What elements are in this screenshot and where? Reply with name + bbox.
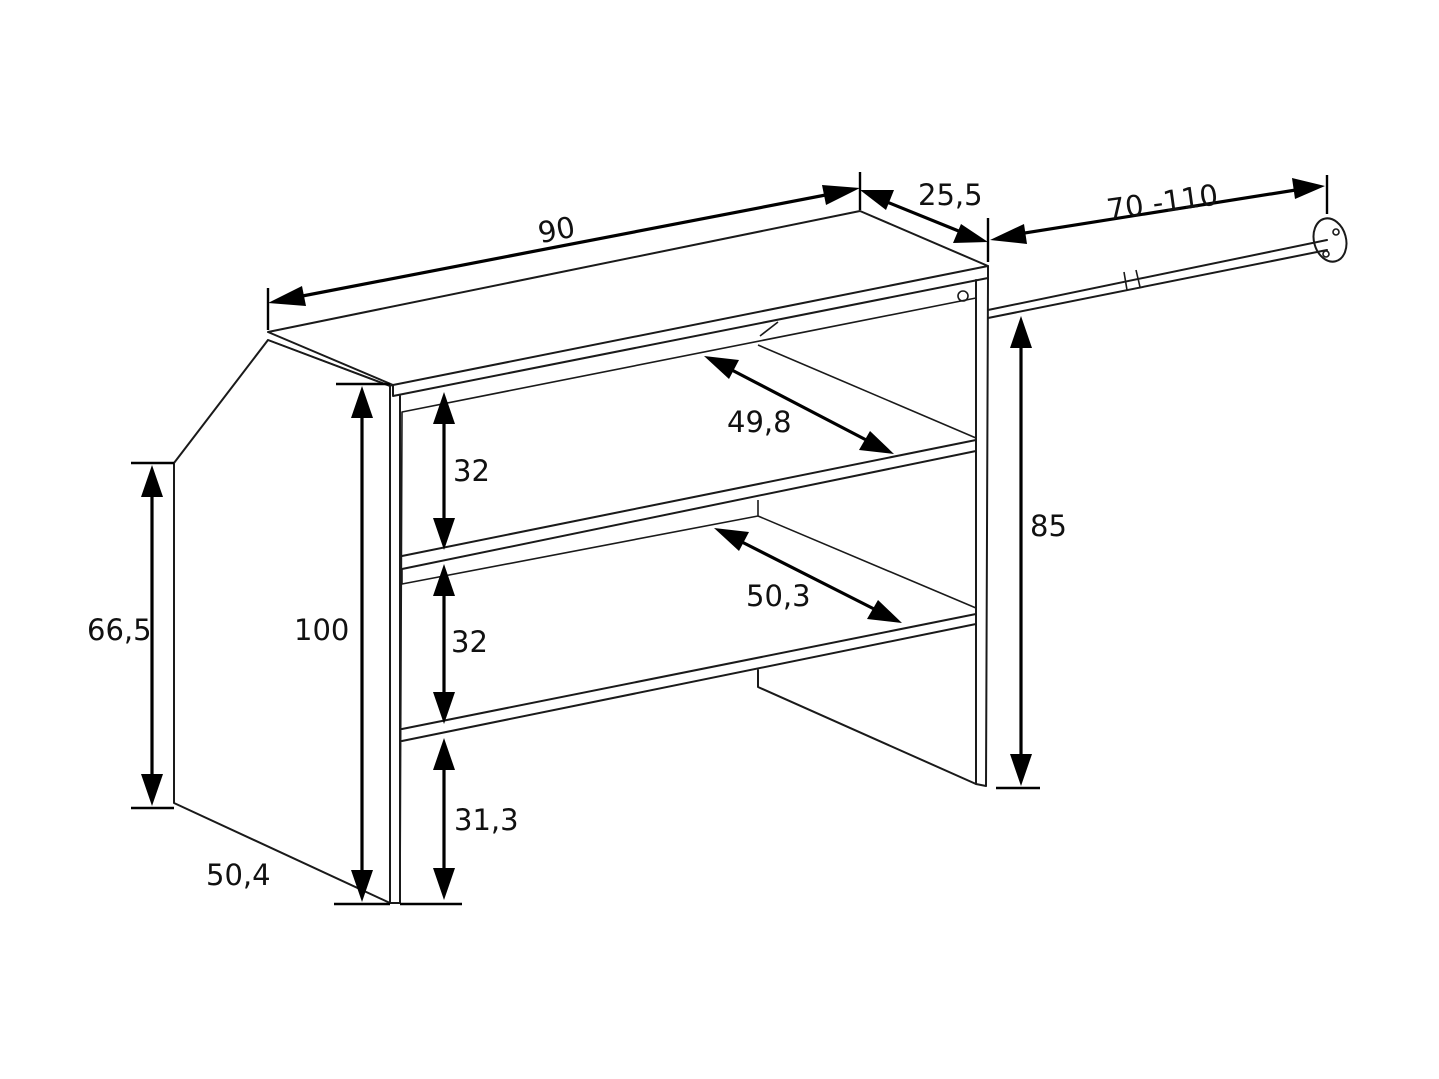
- top-board: [267, 210, 989, 386]
- label-shelf-depth-upper: 49,8: [727, 405, 792, 439]
- label-width: 90: [535, 210, 578, 250]
- dimension-lines: [131, 172, 1329, 906]
- label-depth-top: 25,5: [918, 178, 983, 212]
- rear-lower-panel: [757, 669, 977, 785]
- left-side-panel: [173, 339, 391, 904]
- front-left-post: [389, 385, 401, 904]
- label-shelf-gap-bottom: 31,3: [454, 803, 519, 837]
- dimension-labels: 90 25,5 70 -110 100 66,5 50,4 32 32 31,3…: [87, 178, 1220, 892]
- label-shelf-gap-top: 32: [453, 454, 490, 488]
- label-height-total: 100: [294, 613, 349, 647]
- label-shelf-gap-middle: 32: [451, 625, 488, 659]
- upper-shelf: [401, 439, 977, 570]
- label-shelf-depth-lower: 50,3: [746, 579, 811, 613]
- label-right-panel-height: 85: [1030, 509, 1067, 543]
- label-side-depth: 50,4: [206, 858, 271, 892]
- right-side-panel: [975, 277, 989, 787]
- label-side-lower-height: 66,5: [87, 613, 152, 647]
- top-board-front: [392, 265, 989, 397]
- hanging-rod: [987, 217, 1348, 319]
- wall-bracket: [1312, 217, 1348, 263]
- label-rod-length: 70 -110: [1105, 178, 1221, 227]
- mounting-hole: [957, 290, 969, 302]
- lower-shelf: [401, 613, 977, 742]
- shelf-unit: [173, 210, 989, 904]
